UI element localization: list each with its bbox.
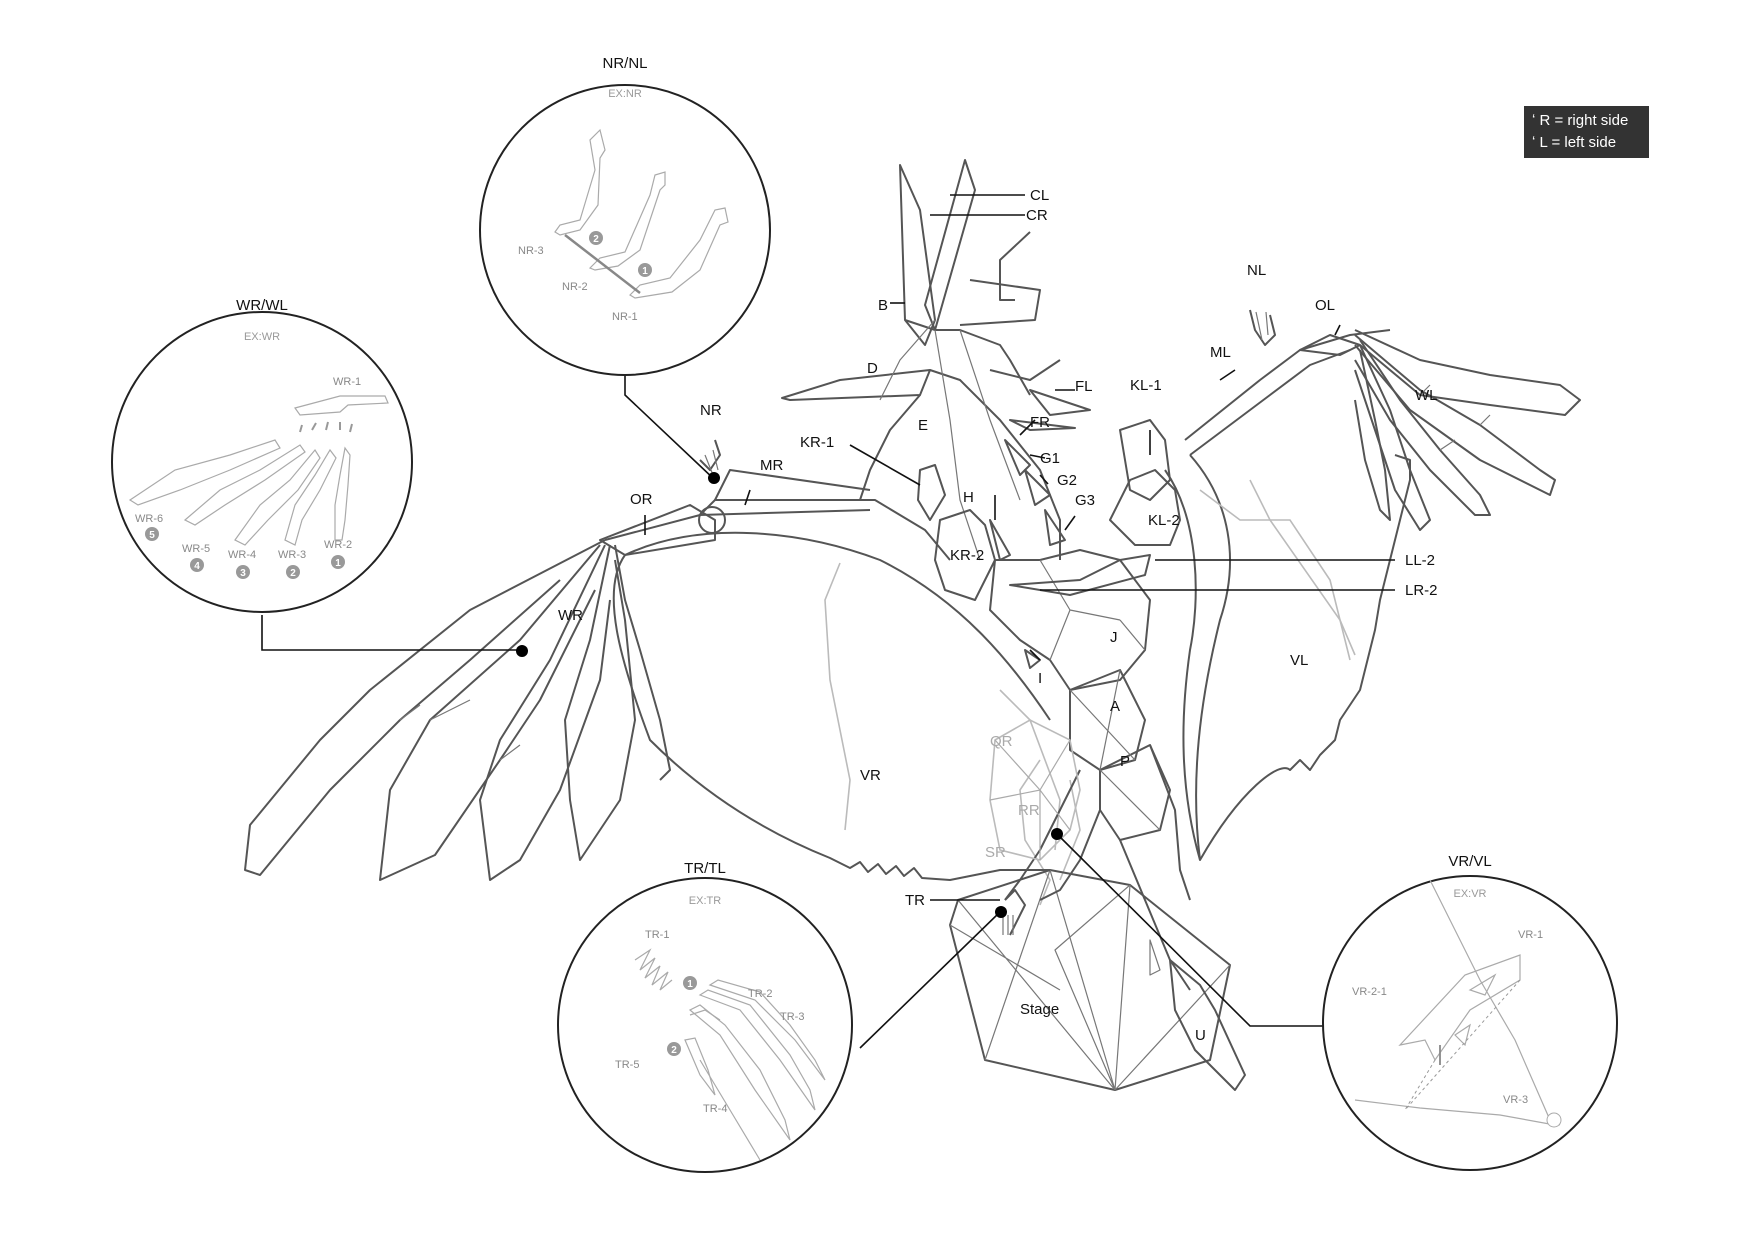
nr-claw xyxy=(699,439,721,476)
label-VR: VR xyxy=(860,767,881,784)
label-H: H xyxy=(963,489,974,506)
label-P: P xyxy=(1120,753,1130,770)
label-SR: SR xyxy=(985,844,1006,861)
callout-tr-step-1: 1 xyxy=(687,979,693,990)
callout-wr-step-3: 3 xyxy=(240,568,246,579)
callout-tr-part-2: TR-2 xyxy=(748,988,772,1000)
label-A: A xyxy=(1110,698,1120,715)
label-WL: WL xyxy=(1415,387,1438,404)
label-CL: CL xyxy=(1030,187,1049,204)
callout-tr-title: TR/TL xyxy=(684,860,726,877)
side-legend: ʻ R = right side ʻ L = left side xyxy=(1524,106,1649,158)
label-I: I xyxy=(1038,670,1042,687)
stage xyxy=(949,869,1231,1091)
connector-dots xyxy=(516,472,1063,918)
label-QR: QR xyxy=(990,733,1013,750)
label-B: B xyxy=(878,297,888,314)
label-FR: FR xyxy=(1030,414,1050,431)
label-G1: G1 xyxy=(1040,450,1060,467)
callout-wr-part-6: WR-6 xyxy=(135,513,163,525)
callout-wr-part-1: WR-1 xyxy=(333,376,361,388)
label-Stage: Stage xyxy=(1020,1001,1059,1018)
label-G2: G2 xyxy=(1057,472,1077,489)
callout-wr-part-5: WR-5 xyxy=(182,543,210,555)
label-OR: OR xyxy=(630,491,653,508)
callout-wr-part-4: WR-4 xyxy=(228,549,256,561)
callout-wr-example: EX:WR xyxy=(244,331,280,343)
label-D: D xyxy=(867,360,878,377)
callout-nr-part-3: NR-3 xyxy=(518,245,544,257)
label-G3: G3 xyxy=(1075,492,1095,509)
wing-right xyxy=(244,469,1051,881)
callout-vr-title: VR/VL xyxy=(1448,853,1491,870)
label-TR: TR xyxy=(905,892,925,909)
callout-nr-title: NR/NL xyxy=(602,55,647,72)
callout-tr-part-5: TR-5 xyxy=(615,1059,639,1071)
callout-wr-step-5: 5 xyxy=(149,530,155,541)
main-labels: CL CR B D E FL FR G1 G2 G3 H KR-1 KR-2 K… xyxy=(558,187,1438,1044)
label-MR: MR xyxy=(760,457,783,474)
callout-tr: TR/TL EX:TR TR-1 TR-2 TR-3 TR-5 TR-4 1 2 xyxy=(557,860,853,1173)
callout-wr-part-3: WR-3 xyxy=(278,549,306,561)
label-KR2: KR-2 xyxy=(950,547,984,564)
callout-tr-example: EX:TR xyxy=(689,895,721,907)
leader-lines xyxy=(261,194,1395,1049)
label-VL: VL xyxy=(1290,652,1308,669)
faded-structure xyxy=(824,479,1356,906)
callout-vr-part-3: VR-3 xyxy=(1503,1094,1528,1106)
callout-vr-part-2-1: VR-2-1 xyxy=(1352,986,1387,998)
callout-wr-step-4: 4 xyxy=(194,561,200,572)
label-KL1: KL-1 xyxy=(1130,377,1162,394)
label-J: J xyxy=(1110,629,1118,646)
callout-tr-step-2: 2 xyxy=(671,1045,677,1056)
label-LL2: LL-2 xyxy=(1405,552,1435,569)
label-NR: NR xyxy=(700,402,722,419)
callout-vr-part-1: VR-1 xyxy=(1518,929,1543,941)
callout-nr: NR/NL EX:NR NR-3 NR-2 NR-1 2 1 xyxy=(479,55,771,376)
label-WR: WR xyxy=(558,607,583,624)
callout-wr: WR/WL EX:WR WR-1 WR-6 WR-5 WR-4 WR-3 WR-… xyxy=(111,297,413,613)
callout-tr-part-3: TR-3 xyxy=(780,1011,804,1023)
callout-tr-part-1: TR-1 xyxy=(645,929,669,941)
label-OL: OL xyxy=(1315,297,1335,314)
label-ML: ML xyxy=(1210,344,1231,361)
callout-wr-step-2: 2 xyxy=(290,568,296,579)
callout-nr-step-1: 1 xyxy=(642,266,648,277)
legend-left-side: ʻ L = left side xyxy=(1532,134,1617,151)
callout-vr-example: EX:VR xyxy=(1453,888,1486,900)
label-LR2: LR-2 xyxy=(1405,582,1438,599)
label-CR: CR xyxy=(1026,207,1048,224)
label-U: U xyxy=(1195,1027,1206,1044)
label-FL: FL xyxy=(1075,378,1093,395)
callout-wr-step-1: 1 xyxy=(335,558,341,569)
callout-vr: VR/VL EX:VR VR-1 VR-2-1 VR-3 xyxy=(1322,853,1618,1171)
body xyxy=(781,159,1246,1091)
label-NL: NL xyxy=(1247,262,1266,279)
callout-wr-part-2: WR-2 xyxy=(324,539,352,551)
legend-right-side: ʻ R = right side xyxy=(1532,112,1629,129)
callout-wr-title: WR/WL xyxy=(236,297,288,314)
label-KL2: KL-2 xyxy=(1148,512,1180,529)
callout-nr-part-1: NR-1 xyxy=(612,311,638,323)
callout-tr-part-4: TR-4 xyxy=(703,1103,727,1115)
callout-nr-step-2: 2 xyxy=(593,234,599,245)
label-E: E xyxy=(918,417,928,434)
callout-nr-example: EX:NR xyxy=(608,88,642,100)
label-KR1: KR-1 xyxy=(800,434,834,451)
label-RR: RR xyxy=(1018,802,1040,819)
wing-left xyxy=(1109,309,1581,861)
callout-nr-part-2: NR-2 xyxy=(562,281,588,293)
